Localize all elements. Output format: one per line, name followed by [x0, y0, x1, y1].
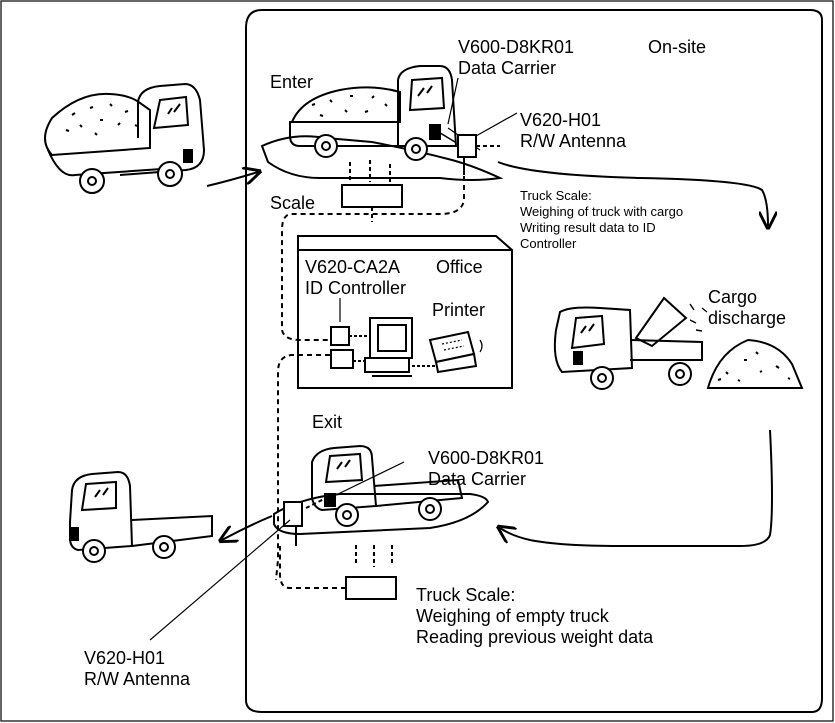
note-enter-line-1: Truck Scale:	[520, 188, 592, 203]
truck-enter-loaded	[289, 65, 458, 161]
on-site-label: On-site	[648, 37, 707, 57]
antenna-exit-name: R/W Antenna	[84, 669, 191, 689]
note-truck-scale-exit: Truck Scale: Weighing of empty truck Rea…	[416, 585, 653, 648]
leader-data-carrier-enter	[447, 77, 459, 125]
note-exit-line-1: Truck Scale:	[416, 585, 516, 605]
cargo-discharge-line-1: Cargo	[708, 287, 758, 307]
cable-antenna-enter-to-controller	[281, 176, 465, 341]
antenna-exit	[283, 501, 303, 546]
leader-antenna-enter	[475, 112, 518, 137]
truck-leaving-empty	[69, 470, 213, 563]
id-controller-device	[330, 298, 354, 369]
truck-exit-empty	[305, 444, 464, 527]
cable-scale-exit	[279, 546, 346, 589]
antenna-exit-model: V620-H01	[84, 648, 166, 668]
cable-controller-to-antenna-exit	[275, 354, 330, 581]
arrow-leaving	[222, 515, 273, 540]
exit-label: Exit	[312, 412, 343, 432]
dump-truck-discharge	[553, 296, 708, 390]
data-carrier-exit-label: V600-D8KR01 Data Carrier	[428, 448, 544, 490]
scale-label: Scale	[270, 193, 316, 213]
data-carrier-enter-model: V600-D8KR01	[458, 37, 575, 57]
truck-arriving-loaded	[44, 82, 206, 194]
antenna-enter	[457, 134, 500, 175]
printer-label: Printer	[432, 300, 486, 320]
cargo-pile	[706, 338, 804, 389]
arrow-to-enter	[206, 172, 258, 187]
note-exit-line-3: Reading previous weight data	[416, 627, 654, 647]
office-label: Office	[436, 257, 483, 277]
data-carrier-enter-name: Data Carrier	[458, 58, 557, 78]
data-carrier-enter-label: V600-D8KR01 Data Carrier	[458, 37, 574, 79]
scale-indicator-enter	[341, 184, 403, 208]
printer-device	[412, 330, 483, 374]
arrow-to-exit	[500, 429, 773, 547]
scale-supports-exit	[355, 545, 393, 567]
office-building	[297, 235, 513, 389]
on-site-boundary	[245, 9, 823, 713]
antenna-enter-name: R/W Antenna	[520, 131, 627, 151]
note-exit-line-2: Weighing of empty truck	[416, 606, 609, 626]
antenna-enter-model: V620-H01	[520, 110, 602, 130]
rfid-link-top	[431, 127, 456, 143]
computer	[349, 317, 413, 377]
data-carrier-exit-name: Data Carrier	[428, 469, 527, 489]
id-controller-name: ID Controller	[305, 278, 407, 298]
note-enter-line-4: Controller	[520, 236, 577, 251]
cargo-discharge-line-2: discharge	[708, 308, 787, 328]
antenna-exit-label: V620-H01 R/W Antenna	[84, 648, 190, 690]
exit-scale-platform	[273, 493, 490, 536]
note-enter-line-3: Writing result data to ID	[520, 220, 656, 235]
antenna-enter-label: V620-H01 R/W Antenna	[520, 110, 626, 152]
leader-antenna-exit	[149, 519, 291, 641]
scale-indicator-exit	[345, 576, 397, 600]
id-controller-label: V620-CA2A ID Controller	[305, 257, 406, 299]
data-carrier-exit-model: V600-D8KR01	[428, 448, 545, 468]
id-controller-model: V620-CA2A	[305, 257, 401, 277]
leader-data-carrier-exit	[333, 461, 405, 497]
note-truck-scale-enter: Truck Scale: Weighing of truck with carg…	[520, 188, 683, 252]
note-enter-line-2: Weighing of truck with cargo	[520, 204, 684, 219]
enter-label: Enter	[270, 72, 314, 92]
arrow-to-cargo-discharge	[497, 161, 768, 226]
scale-supports-enter	[349, 160, 391, 183]
cargo-discharge-label: Cargo discharge	[708, 287, 786, 329]
